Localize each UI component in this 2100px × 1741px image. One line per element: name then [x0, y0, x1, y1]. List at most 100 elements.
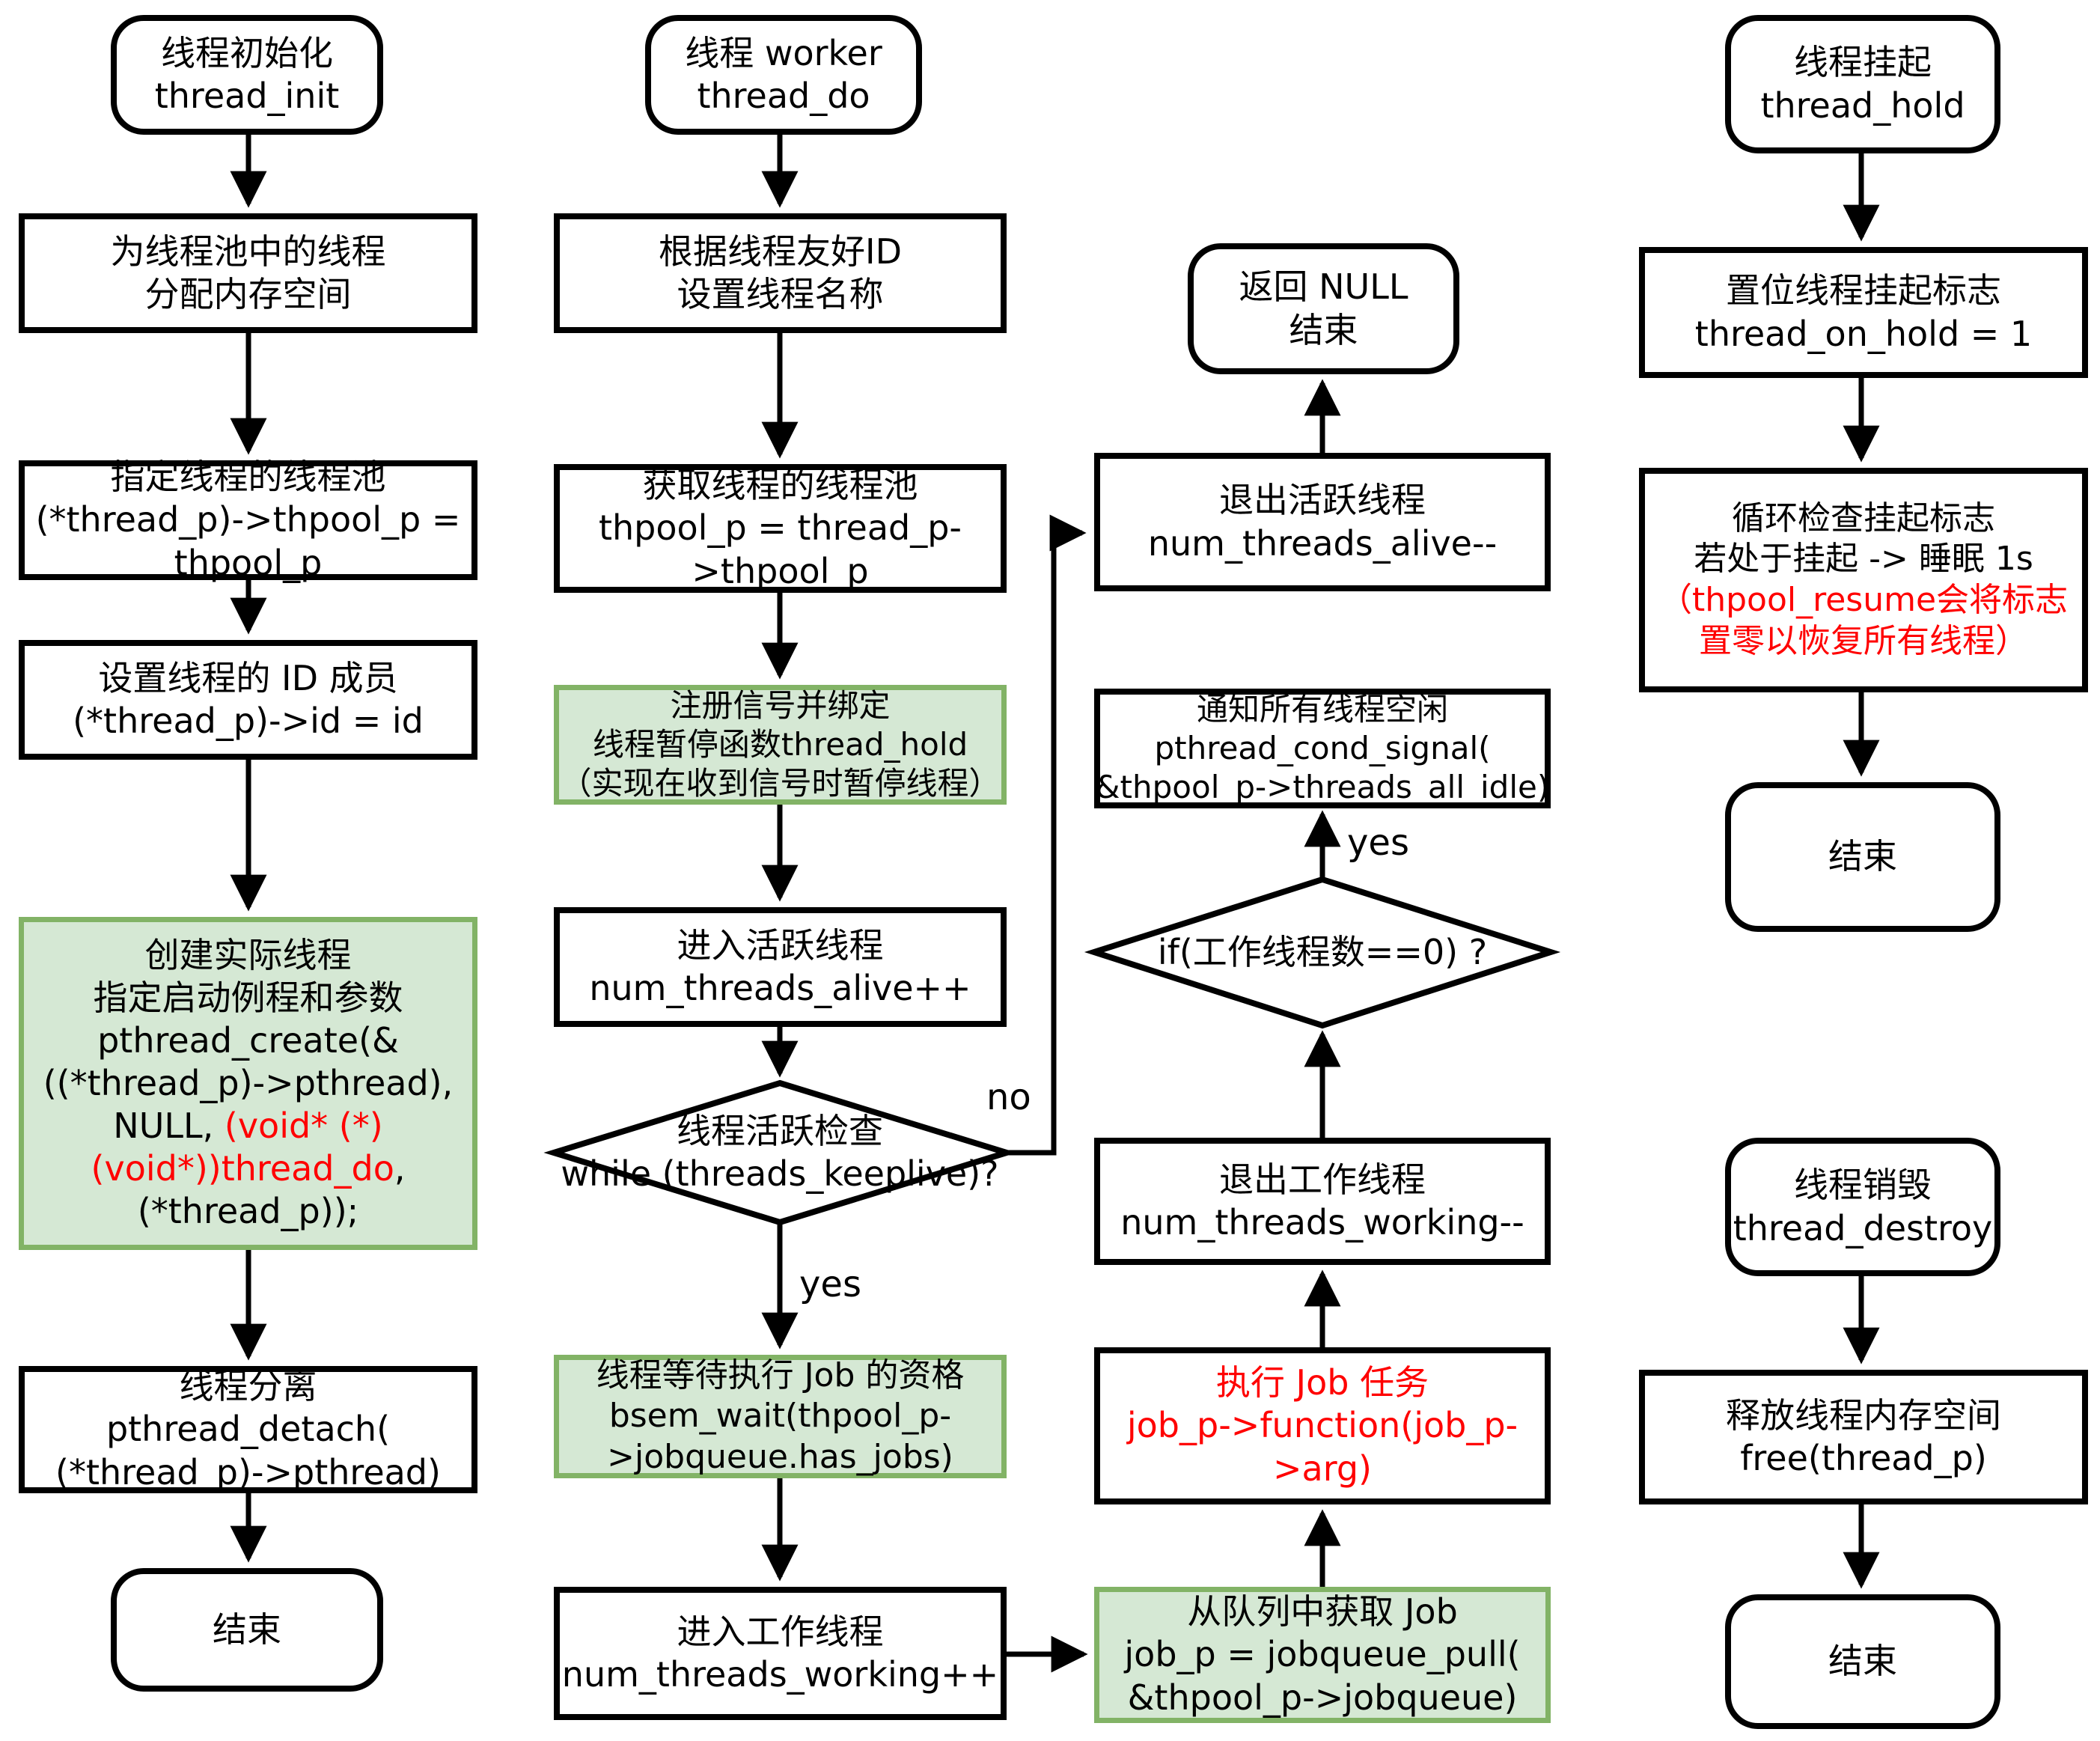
- node-thread-init: 线程初始化 thread_init: [111, 15, 383, 135]
- node-end-destroy-line: 结束: [1828, 1641, 1897, 1682]
- node-alloc-memory: 为线程池中的线程 分配内存空间: [19, 213, 477, 333]
- node-enter-working: 进入工作线程 num_threads_working++: [554, 1587, 1007, 1720]
- node-pull-job-line: job_p = jobqueue_pull(: [1124, 1634, 1521, 1675]
- node-get-thpool-line: thpool_p = thread_p-: [598, 507, 962, 549]
- node-set-id: 设置线程的 ID 成员 (*thread_p)->id = id: [19, 640, 477, 760]
- node-pthread-detach: 线程分离 pthread_detach( (*thread_p)->pthrea…: [19, 1366, 477, 1493]
- node-wait-job-line: >jobqueue.has_jobs): [607, 1437, 953, 1476]
- node-thread-hold: 线程挂起 thread_hold: [1725, 15, 2000, 153]
- node-wait-job: 线程等待执行 Job 的资格 bsem_wait(thpool_p- >jobq…: [554, 1355, 1007, 1478]
- node-register-signal-line: 注册信号并绑定: [670, 686, 891, 724]
- arrow-diamond-no-to-exit-alive: [1007, 514, 1087, 1156]
- node-wait-job-line: bsem_wait(thpool_p-: [608, 1397, 952, 1436]
- node-free-thread: 释放线程内存空间 free(thread_p): [1639, 1370, 2088, 1504]
- node-enter-working-line: 进入工作线程: [677, 1611, 884, 1652]
- node-end-hold-line: 结束: [1828, 836, 1897, 877]
- label-yes-working-zero: yes: [1347, 822, 1409, 864]
- node-pull-job-line: &thpool_p->jobqueue): [1127, 1677, 1518, 1718]
- diamond-keeplive: 线程活跃检查 while (threads_keeplive)?: [555, 1083, 1004, 1222]
- node-assign-thpool-line: thpool_p: [174, 542, 323, 583]
- node-thread-init-line: 线程初始化: [161, 32, 333, 73]
- node-exit-working: 退出工作线程 num_threads_working--: [1094, 1138, 1551, 1265]
- node-thread-destroy-line: thread_destroy: [1733, 1207, 1993, 1248]
- node-pthread-detach-line: (*thread_p)->pthread): [55, 1451, 441, 1492]
- node-check-hold-loop-line: 循环检查挂起标志: [1732, 498, 1995, 537]
- node-pull-job-line: 从队列中获取 Job: [1187, 1591, 1458, 1632]
- node-set-hold-flag-line: thread_on_hold = 1: [1694, 313, 2033, 354]
- node-assign-thpool: 指定线程的线程池 (*thread_p)->thpool_p = thpool_…: [19, 457, 477, 583]
- node-run-job-line: 执行 Job 任务: [1215, 1362, 1429, 1403]
- node-return-null: 返回 NULL 结束: [1188, 243, 1459, 374]
- node-register-signal-line: 线程暂停函数thread_hold: [592, 725, 968, 763]
- node-exit-alive: 退出活跃线程 num_threads_alive--: [1094, 453, 1551, 591]
- node-set-id-line: (*thread_p)->id = id: [73, 701, 424, 741]
- node-signal-idle-line: &thpool_p->threads_all_idle): [1095, 769, 1550, 806]
- node-return-null-line: 返回 NULL: [1239, 266, 1408, 308]
- node-alloc-memory-line: 分配内存空间: [144, 274, 352, 314]
- node-end-init-line: 结束: [213, 1609, 281, 1650]
- label-yes-keeplive: yes: [799, 1263, 861, 1305]
- node-set-thread-name: 根据线程友好ID 设置线程名称: [554, 213, 1007, 333]
- node-get-thpool-line: 获取线程的线程池: [642, 465, 918, 506]
- node-thread-do-line: 线程 worker: [685, 32, 882, 73]
- node-pthread-create-line: NULL, (void* (*): [113, 1106, 383, 1147]
- node-check-hold-loop-line: 若处于挂起 -> 睡眠 1s: [1694, 540, 2033, 579]
- node-thread-init-line: thread_init: [154, 76, 340, 116]
- node-signal-idle-line: 通知所有线程空闲: [1196, 690, 1448, 728]
- node-alloc-memory-line: 为线程池中的线程: [110, 231, 386, 272]
- node-register-signal: 注册信号并绑定 线程暂停函数thread_hold （实现在收到信号时暂停线程）: [554, 685, 1007, 805]
- node-assign-thpool-line: (*thread_p)->thpool_p =: [35, 499, 461, 540]
- node-assign-thpool-line: 指定线程的线程池: [110, 457, 386, 498]
- node-thread-destroy: 线程销毁 thread_destroy: [1725, 1138, 2000, 1276]
- node-pthread-create-line: pthread_create(&: [97, 1019, 399, 1061]
- node-run-job-line: >arg): [1273, 1448, 1372, 1489]
- node-enter-alive: 进入活跃线程 num_threads_alive++: [554, 907, 1007, 1027]
- diamond-keeplive-shape: [543, 1079, 1017, 1226]
- diamond-keeplive-line: 线程活跃检查: [677, 1110, 883, 1151]
- node-check-hold-loop: 循环检查挂起标志 若处于挂起 -> 睡眠 1s （thpool_resume会将…: [1639, 468, 2088, 692]
- node-set-id-line: 设置线程的 ID 成员: [98, 657, 398, 698]
- label-no-keeplive: no: [986, 1076, 1031, 1118]
- diamond-working-zero-line: if(工作线程数==0) ?: [1157, 931, 1488, 972]
- node-set-thread-name-line: 设置线程名称: [677, 274, 884, 314]
- node-pthread-create-line: (void*))thread_do,: [91, 1148, 406, 1189]
- node-thread-do: 线程 worker thread_do: [645, 15, 922, 135]
- node-enter-working-line: num_threads_working++: [561, 1654, 999, 1695]
- node-free-thread-line: free(thread_p): [1740, 1438, 1987, 1478]
- node-set-hold-flag-line: 置位线程挂起标志: [1726, 270, 2001, 311]
- node-run-job-line: job_p->function(job_p-: [1126, 1405, 1518, 1446]
- node-free-thread-line: 释放线程内存空间: [1726, 1394, 2001, 1436]
- node-thread-do-line: thread_do: [697, 76, 870, 116]
- node-enter-alive-line: 进入活跃线程: [677, 924, 884, 966]
- node-exit-working-line: num_threads_working--: [1120, 1202, 1524, 1243]
- node-get-thpool-line: >thpool_p: [692, 550, 869, 591]
- node-end-hold: 结束: [1725, 782, 2000, 932]
- node-signal-idle: 通知所有线程空闲 pthread_cond_signal( &thpool_p-…: [1094, 689, 1551, 808]
- node-exit-alive-line: num_threads_alive--: [1147, 522, 1498, 564]
- node-get-thpool: 获取线程的线程池 thpool_p = thread_p- >thpool_p: [554, 464, 1007, 593]
- node-check-hold-loop-line: 置零以恢复所有线程）: [1699, 621, 2028, 660]
- node-run-job: 执行 Job 任务 job_p->function(job_p- >arg): [1094, 1347, 1551, 1504]
- node-end-destroy: 结束: [1725, 1594, 2000, 1729]
- node-pthread-create-line: ((*thread_p)->pthread),: [43, 1062, 454, 1103]
- node-pull-job: 从队列中获取 Job job_p = jobqueue_pull( &thpoo…: [1094, 1587, 1551, 1723]
- diamond-keeplive-line: while (threads_keeplive)?: [561, 1153, 999, 1194]
- node-return-null-line: 结束: [1289, 309, 1358, 350]
- node-pthread-create-line: (*thread_p));: [137, 1191, 359, 1232]
- node-enter-alive-line: num_threads_alive++: [589, 968, 971, 1008]
- node-exit-alive-line: 退出活跃线程: [1219, 480, 1426, 521]
- node-set-hold-flag: 置位线程挂起标志 thread_on_hold = 1: [1639, 247, 2088, 378]
- node-signal-idle-line: pthread_cond_signal(: [1154, 729, 1491, 766]
- node-thread-destroy-line: 线程销毁: [1794, 1165, 1932, 1206]
- node-pthread-create: 创建实际线程 指定启动例程和参数 pthread_create(& ((*thr…: [19, 917, 477, 1250]
- node-thread-hold-line: thread_hold: [1760, 85, 1965, 126]
- node-pthread-create-line: 创建实际线程: [144, 934, 352, 975]
- node-pthread-detach-line: pthread_detach(: [106, 1409, 391, 1450]
- node-end-init: 结束: [111, 1568, 383, 1692]
- diamond-working-zero: if(工作线程数==0) ?: [1096, 879, 1549, 1025]
- node-set-thread-name-line: 根据线程友好ID: [659, 231, 902, 272]
- diamond-working-zero-shape: [1084, 876, 1561, 1029]
- node-exit-working-line: 退出工作线程: [1219, 1159, 1426, 1200]
